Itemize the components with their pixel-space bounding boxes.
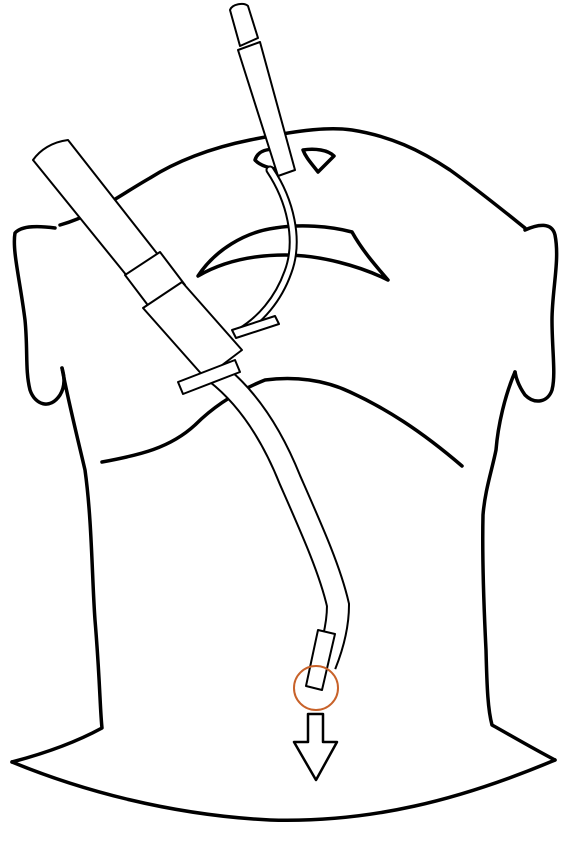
arrow-down-icon bbox=[294, 714, 337, 780]
left-ear bbox=[14, 227, 64, 404]
right-nostril bbox=[303, 149, 334, 172]
nasal-tube bbox=[230, 4, 295, 338]
right-ear bbox=[515, 225, 557, 401]
collar-line bbox=[12, 760, 555, 820]
left-neck-side bbox=[12, 368, 102, 762]
nasal-tube-tip bbox=[230, 4, 258, 46]
nasal-tube-upper-segment bbox=[238, 42, 295, 176]
right-neck-side bbox=[483, 372, 555, 760]
